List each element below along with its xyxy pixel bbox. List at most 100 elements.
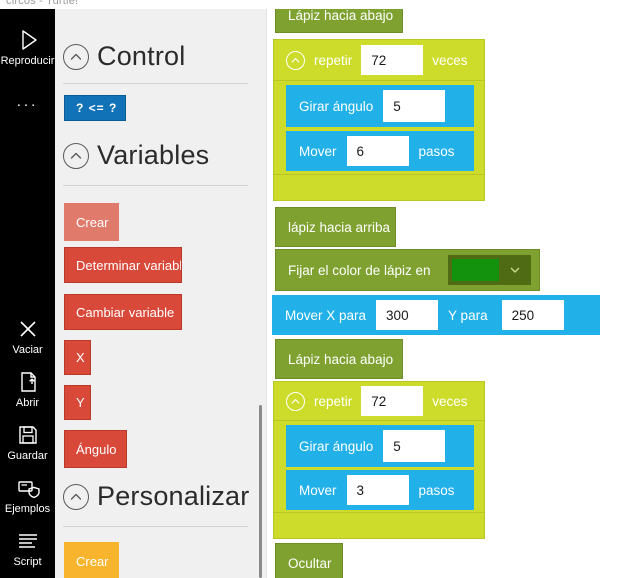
rail-item-label: Vaciar [12, 344, 43, 356]
rail-item-script[interactable]: Script [0, 528, 55, 568]
move-steps-input-2[interactable]: 3 [346, 475, 409, 505]
section-divider-variables [63, 185, 248, 186]
script-block-repeat: repetir 72 veces Girar ángulo 5 Mover 6 … [273, 39, 485, 201]
rail-item-label: Ejemplos [4, 503, 51, 515]
repeat-label-after: veces [432, 52, 468, 68]
rail-item-label: Reproducir [0, 55, 55, 67]
rail-item-ejemplos[interactable]: Ejemplos [0, 475, 55, 515]
rail-item-label: Abrir [15, 397, 40, 409]
move-label-after: pasos [418, 143, 455, 159]
repeat-header[interactable]: repetir 72 veces [273, 39, 485, 81]
move-y-label: Y para [448, 307, 488, 323]
script-block-ocultar[interactable]: Ocultar [275, 543, 343, 578]
section-divider-control [63, 83, 248, 84]
title-bar: circos - Turtle! [0, 0, 640, 9]
rail-item-abrir[interactable]: Abrir [0, 369, 55, 409]
palette-block-label: Crear [76, 553, 109, 569]
palette-block-cambiar-variable[interactable]: Cambiar variable [64, 294, 182, 330]
palette-block-label: Determinar variable [76, 257, 182, 273]
rail-item-guardar[interactable]: Guardar [0, 422, 55, 462]
save-icon [15, 422, 41, 448]
script-block-label: Lápiz hacia abajo [288, 351, 394, 367]
turn-label: Girar ángulo [299, 438, 374, 454]
script-block-turn-angle[interactable]: Girar ángulo 5 [286, 85, 474, 127]
repeat-count-input[interactable]: 72 [361, 45, 424, 75]
rail-item-vaciar[interactable]: Vaciar [0, 316, 55, 356]
palette-block-label: Cambiar variable [76, 304, 175, 320]
repeat-label-before: repetir [314, 52, 353, 68]
section-divider-personalizar [63, 526, 248, 527]
rail-item-label: Script [13, 556, 42, 568]
palette-section-title: Control [97, 41, 186, 71]
palette-block-label: Y [76, 395, 85, 410]
move-x-label: Mover X para [285, 307, 367, 323]
set-pen-color-label: Fijar el color de lápiz en [288, 262, 431, 278]
script-icon [15, 528, 41, 554]
chevron-up-circle-icon [63, 483, 89, 510]
open-file-icon [15, 369, 41, 395]
palette-right-divider [266, 9, 267, 578]
move-label: Mover [299, 143, 337, 159]
palette-block-determinar-variable[interactable]: Determinar variable [64, 247, 182, 283]
palette-section-personalizar[interactable]: Personalizar [63, 483, 249, 510]
block-palette-panel: Control ? <= ? Variables Crear Determina… [55, 9, 267, 578]
turn-label: Girar ángulo [299, 98, 374, 114]
script-block-repeat-2: repetir 72 veces Girar ángulo 5 Mover 3 … [273, 381, 485, 539]
script-block-pen-down[interactable]: Lápiz hacia abajo [275, 9, 403, 33]
move-steps-input[interactable]: 6 [346, 136, 409, 166]
rail-overflow-button[interactable]: ... [16, 93, 39, 110]
script-block-turn-angle-2[interactable]: Girar ángulo 5 [286, 425, 474, 467]
chevron-down-icon [503, 262, 527, 278]
rail-item-label: Guardar [7, 450, 48, 462]
repeat-header-2[interactable]: repetir 72 veces [273, 381, 485, 421]
script-block-move-steps-2[interactable]: Mover 3 pasos [286, 470, 474, 510]
palette-block-variable-x[interactable]: X [64, 340, 91, 375]
script-block-label: Lápiz hacia abajo [288, 9, 394, 23]
palette-block-comparison[interactable]: ? <= ? [64, 95, 126, 121]
turn-angle-input[interactable]: 5 [383, 90, 446, 122]
script-block-label: Ocultar [288, 555, 332, 571]
pen-color-dropdown[interactable] [448, 255, 531, 285]
palette-block-variable-y[interactable]: Y [64, 385, 91, 420]
palette-block-label: X [76, 350, 85, 365]
script-block-pen-up[interactable]: lápiz hacia arriba [275, 207, 396, 247]
palette-block-variable-angulo[interactable]: Ángulo [64, 430, 127, 468]
repeat-label-before: repetir [314, 393, 353, 409]
chevron-up-circle-icon [63, 142, 89, 169]
script-block-pen-down-2[interactable]: Lápiz hacia abajo [275, 339, 403, 379]
palette-block-crear-personalizado[interactable]: Crear [64, 542, 119, 578]
script-block-label: lápiz hacia arriba [288, 219, 391, 235]
move-y-input[interactable]: 250 [501, 300, 564, 330]
pen-color-swatch[interactable] [452, 259, 499, 281]
command-rail: Reproducir ... Vaciar Abrir [0, 9, 55, 578]
repeat-label-after: veces [432, 393, 468, 409]
palette-block-label: Ángulo [76, 441, 117, 457]
palette-section-title: Personalizar [97, 481, 250, 511]
move-label-after: pasos [418, 482, 455, 498]
palette-section-variables[interactable]: Variables [63, 142, 209, 169]
turn-angle-input-2[interactable]: 5 [383, 430, 446, 462]
examples-icon [15, 475, 41, 501]
script-block-move-steps[interactable]: Mover 6 pasos [286, 131, 474, 171]
script-block-move-xy[interactable]: Mover X para 300 Y para 250 [272, 295, 600, 335]
palette-scrollbar[interactable] [255, 9, 266, 578]
chevron-up-circle-icon [63, 43, 89, 70]
repeat-footer-2[interactable] [273, 513, 485, 539]
close-icon [15, 316, 41, 342]
play-icon [15, 27, 41, 53]
repeat-count-input-2[interactable]: 72 [361, 386, 424, 416]
palette-scrollbar-thumb[interactable] [259, 405, 262, 578]
move-x-input[interactable]: 300 [376, 300, 439, 330]
repeat-footer[interactable] [273, 175, 485, 201]
chevron-up-circle-icon [286, 391, 305, 411]
script-block-set-pen-color[interactable]: Fijar el color de lápiz en [275, 249, 540, 291]
repeat-body-2: Girar ángulo 5 Mover 3 pasos [273, 421, 485, 513]
palette-section-control[interactable]: Control [63, 43, 185, 70]
rail-item-reproducir[interactable]: Reproducir [0, 27, 55, 67]
move-label: Mover [299, 482, 337, 498]
palette-block-crear-variable[interactable]: Crear [64, 203, 119, 241]
repeat-body: Girar ángulo 5 Mover 6 pasos [273, 81, 485, 175]
palette-block-label: Crear [76, 214, 109, 230]
window-title: circos - Turtle! [6, 0, 79, 7]
